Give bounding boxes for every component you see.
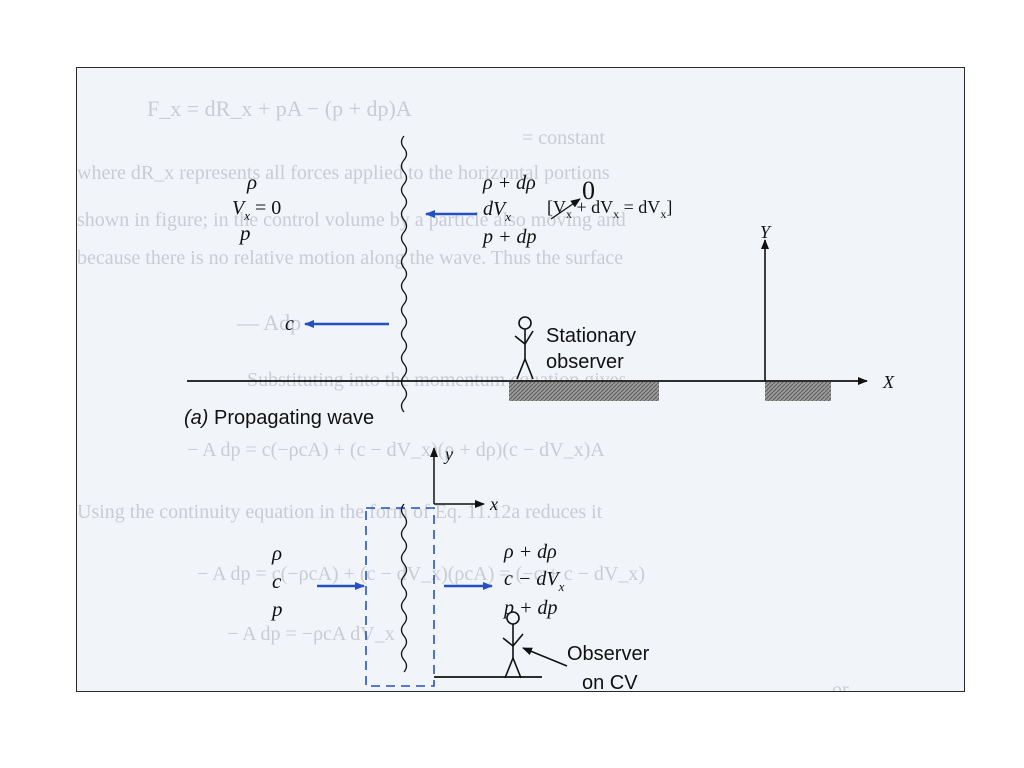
- caption-a-text: Propagating wave: [208, 407, 374, 429]
- p-right-b: p + dp: [502, 597, 558, 619]
- c-right-b: c − dVx: [504, 568, 565, 594]
- rho-left-a: ρ: [246, 170, 257, 194]
- rho-right-a: ρ + dρ: [482, 172, 536, 194]
- annotation-open: [V: [547, 197, 566, 217]
- vx-subscript: x: [243, 208, 250, 223]
- bg-text-line: — Adp: [236, 310, 301, 335]
- p-right-a: p + dp: [481, 226, 537, 248]
- strike-arrow: [550, 198, 581, 220]
- caption-a: (a) Propagating wave: [184, 407, 374, 429]
- annotation-sub: x: [566, 207, 572, 221]
- stationary-observer-figure: [514, 316, 534, 380]
- bg-text-line: − A dp = c(−ρcA) + (c − dV_x)(ρ + dρ)(c …: [187, 439, 605, 461]
- wave-front-a: [400, 135, 408, 413]
- p-left-a: p: [238, 221, 251, 245]
- hatched-block-a: [509, 382, 659, 401]
- vx-symbol: V: [232, 197, 247, 219]
- stationary-label-1: Stationary: [546, 325, 636, 347]
- cv-observer-label-2: on CV: [582, 672, 638, 692]
- y-axis-label-b: y: [443, 444, 453, 464]
- bg-text-line: or: [832, 679, 849, 692]
- annotation-sub: x: [613, 207, 619, 221]
- annotation-equation: [Vx + dVx = dVx]: [547, 197, 672, 221]
- bg-text-line: because there is no relative motion alon…: [77, 247, 623, 269]
- x-axis-label-b: x: [489, 494, 498, 514]
- hatched-block-b: [765, 382, 831, 401]
- bg-text-line: − A dp = −ρcA dV_x: [227, 623, 395, 645]
- bg-text-line: Using the continuity equation in the for…: [77, 501, 603, 523]
- bg-text-line: = constant: [522, 127, 605, 149]
- c-minus-dvx: c − dV: [504, 568, 561, 590]
- annotation-close: ]: [666, 197, 672, 217]
- bg-text-line: F_x = dR_x + pA − (p + dp)A: [147, 96, 412, 121]
- caption-a-letter: (a): [184, 407, 208, 429]
- vx-equals: = 0: [250, 197, 281, 219]
- background-text: F_x = dR_x + pA − (p + dp)A = constant w…: [77, 96, 849, 692]
- observer-pointer: [522, 647, 568, 667]
- annotation-sub: x: [660, 207, 666, 221]
- annotation-zero: 0: [582, 176, 595, 205]
- bg-text-line: shown in figure; in the control volume b…: [77, 209, 626, 231]
- c-left-b: c: [272, 569, 282, 593]
- y-axis-label-a: Y: [760, 222, 772, 242]
- rho-right-b: ρ + dρ: [503, 541, 557, 563]
- vx-left-a: Vx = 0: [232, 197, 281, 223]
- annotation-eq: = dV: [619, 197, 660, 217]
- bg-text-line: − A dp = c(−ρcA) + (c − dV_x)(ρcA) = (−c…: [197, 563, 645, 585]
- cv-observer-label-1: Observer: [567, 643, 650, 665]
- wave-front-b: [400, 503, 408, 673]
- bg-text-line: where dR_x represents all forces applied…: [77, 162, 610, 184]
- wave-diagram: F_x = dR_x + pA − (p + dp)A = constant w…: [77, 96, 895, 692]
- stationary-label-2: observer: [546, 351, 624, 373]
- dvx-right-a: dVx: [483, 198, 511, 224]
- cv-observer-figure: [502, 611, 524, 679]
- x-axis-label-a: X: [882, 372, 895, 392]
- slide-frame: F_x = dR_x + pA − (p + dp)A = constant w…: [76, 67, 965, 692]
- dvx-symbol: dV: [483, 198, 508, 220]
- control-volume: [365, 507, 435, 687]
- annotation-mid: + dV: [572, 197, 613, 217]
- c-minus-dvx-sub: x: [558, 579, 565, 594]
- dvx-subscript: x: [504, 209, 511, 224]
- p-left-b: p: [270, 597, 283, 621]
- rho-left-b: ρ: [271, 541, 282, 565]
- c-label-a: c: [285, 313, 294, 335]
